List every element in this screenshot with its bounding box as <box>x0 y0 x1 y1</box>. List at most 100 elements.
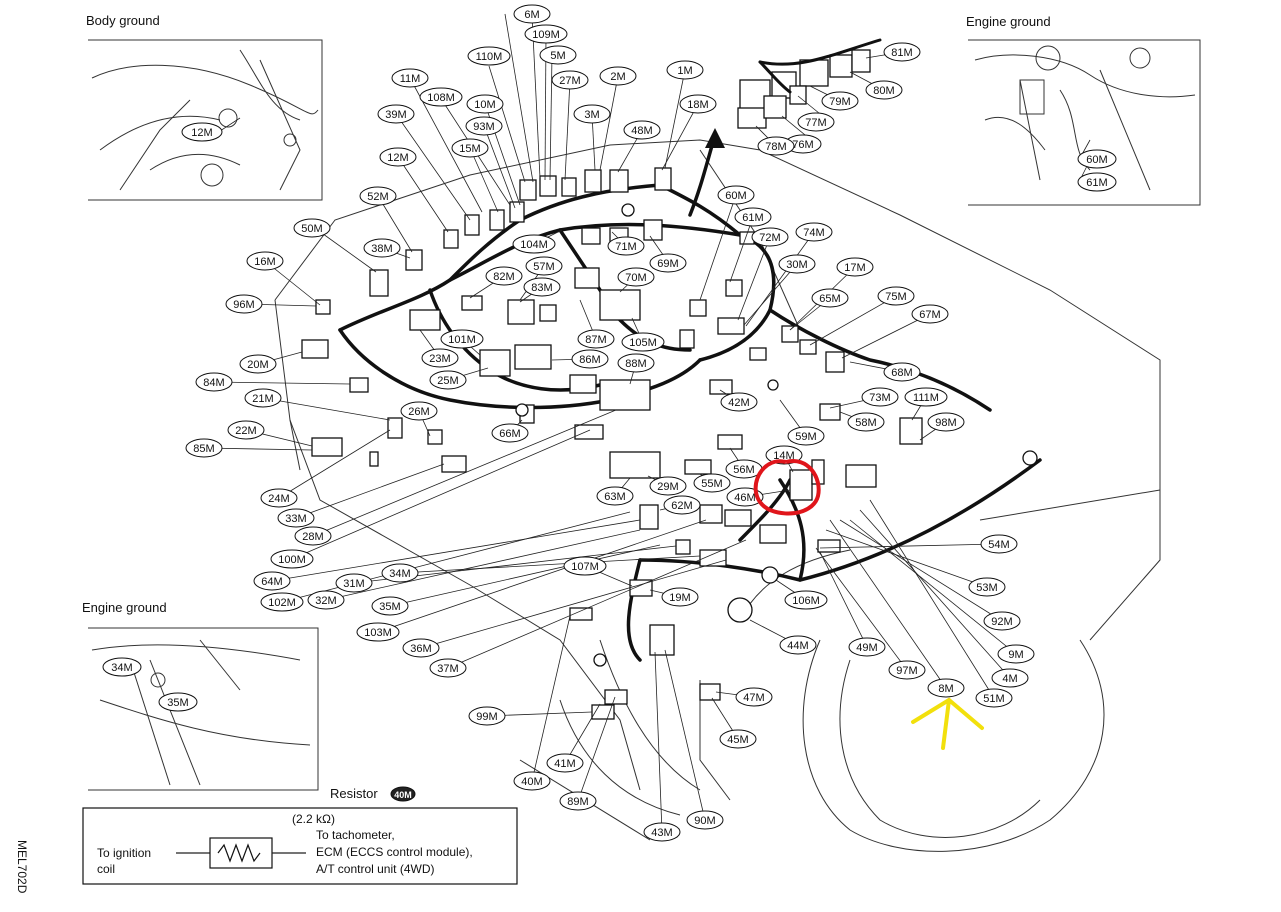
label-bubble-49M <box>848 637 886 657</box>
label-bubble-72M <box>751 227 789 247</box>
label-bubble-106M <box>784 590 828 610</box>
label-bubble-37M <box>429 658 467 678</box>
label-24M: 24M <box>268 493 289 505</box>
label-bubble-19M <box>661 587 699 607</box>
label-89M: 89M <box>567 796 588 808</box>
label-73M: 73M <box>869 392 890 404</box>
label-39M: 39M <box>385 109 406 121</box>
label-bubble-2M <box>599 66 637 86</box>
label-bubble-88M <box>617 353 655 373</box>
label-bubble-73M <box>861 387 899 407</box>
label-bubble-26M <box>400 401 438 421</box>
label-78M: 78M <box>765 141 786 153</box>
label-35M: 35M <box>379 601 400 613</box>
resistor-legend: Resistor 40M (2.2 kΩ) To ignition coil T… <box>82 786 518 885</box>
label-8M: 8M <box>938 683 953 695</box>
label-bubble-5M <box>539 45 577 65</box>
resistor-value: (2.2 kΩ) <box>292 812 335 826</box>
label-bubble-22M <box>227 420 265 440</box>
label-60M: 60M <box>1086 154 1107 166</box>
resistor-right-line1: To tachometer, <box>316 828 395 842</box>
label-bubble-34M <box>381 563 419 583</box>
label-bubble-100M <box>270 549 314 569</box>
label-110M: 110M <box>476 51 503 63</box>
label-bubble-29M <box>649 476 687 496</box>
inset-engine-ground-top: Engine ground 60M 61M <box>966 14 1201 206</box>
label-37M: 37M <box>437 663 458 675</box>
label-bubble-99M <box>468 706 506 726</box>
label-103M: 103M <box>364 627 392 639</box>
label-bubble-39M <box>377 104 415 124</box>
label-bubble-30M <box>778 254 816 274</box>
label-18M: 18M <box>687 99 708 111</box>
label-101M: 101M <box>448 334 476 346</box>
label-bubble-58M <box>847 412 885 432</box>
label-bubble-93M <box>465 116 503 136</box>
label-72M: 72M <box>759 232 780 244</box>
inset-engine-ground-bottom-title: Engine ground <box>82 600 167 615</box>
label-bubble-74M <box>795 222 833 242</box>
label-bubble-36M <box>402 638 440 658</box>
label-bubble-69M <box>649 253 687 273</box>
label-69M: 69M <box>657 258 678 270</box>
resistor-left-line1: To ignition <box>97 846 151 860</box>
label-66M: 66M <box>499 428 520 440</box>
label-30M: 30M <box>786 259 807 271</box>
label-5M: 5M <box>550 50 565 62</box>
label-bubble-12M <box>379 147 417 167</box>
label-63M: 63M <box>604 491 625 503</box>
label-bubble-4M <box>991 668 1029 688</box>
resistor-right-line2: ECM (ECCS control module), <box>316 845 473 859</box>
label-109M: 109M <box>532 29 560 41</box>
label-bubble-67M <box>911 304 949 324</box>
label-34M: 34M <box>389 568 410 580</box>
label-bubble-52M <box>359 186 397 206</box>
label-42M: 42M <box>728 397 749 409</box>
label-bubble-102M <box>260 592 304 612</box>
label-93M: 93M <box>473 121 494 133</box>
label-bubble-21M <box>244 388 282 408</box>
label-bubble-61M <box>734 207 772 227</box>
label-65M: 65M <box>819 293 840 305</box>
label-52M: 52M <box>367 191 388 203</box>
label-80M: 80M <box>873 85 894 97</box>
label-47M: 47M <box>743 692 764 704</box>
label-bubble-11M <box>391 68 429 88</box>
main-harness <box>338 128 1042 662</box>
label-bubble-20M <box>239 354 277 374</box>
label-bubble-64M <box>253 571 291 591</box>
label-86M: 86M <box>579 354 600 366</box>
label-bubble-97M <box>888 660 926 680</box>
label-46M: 46M <box>734 492 755 504</box>
label-bubble-75M <box>877 286 915 306</box>
label-bubble-28M <box>294 526 332 546</box>
inset-body-ground-title: Body ground <box>86 13 160 28</box>
label-bubble-84M <box>195 372 233 392</box>
label-12M: 12M <box>387 152 408 164</box>
label-bubble-79M <box>821 91 859 111</box>
label-bubble-23M <box>421 348 459 368</box>
resistor-right-line3: A/T control unit (4WD) <box>316 862 434 876</box>
label-59M: 59M <box>795 431 816 443</box>
label-87M: 87M <box>585 334 606 346</box>
label-bubble-44M <box>779 635 817 655</box>
label-41M: 41M <box>554 758 575 770</box>
label-75M: 75M <box>885 291 906 303</box>
label-31M: 31M <box>343 578 364 590</box>
label-54M: 54M <box>988 539 1009 551</box>
label-bubble-55M <box>693 473 731 493</box>
label-bubble-80M <box>865 80 903 100</box>
label-17M: 17M <box>844 262 865 274</box>
label-bubble-8M <box>927 678 965 698</box>
label-67M: 67M <box>919 309 940 321</box>
label-10M: 10M <box>474 99 495 111</box>
label-6M: 6M <box>524 9 539 21</box>
label-98M: 98M <box>935 417 956 429</box>
label-23M: 23M <box>429 353 450 365</box>
resistor-title: Resistor <box>330 786 378 801</box>
label-99M: 99M <box>476 711 497 723</box>
label-4M: 4M <box>1002 673 1017 685</box>
label-70M: 70M <box>625 272 646 284</box>
label-19M: 19M <box>669 592 690 604</box>
label-bubble-107M <box>563 556 607 576</box>
